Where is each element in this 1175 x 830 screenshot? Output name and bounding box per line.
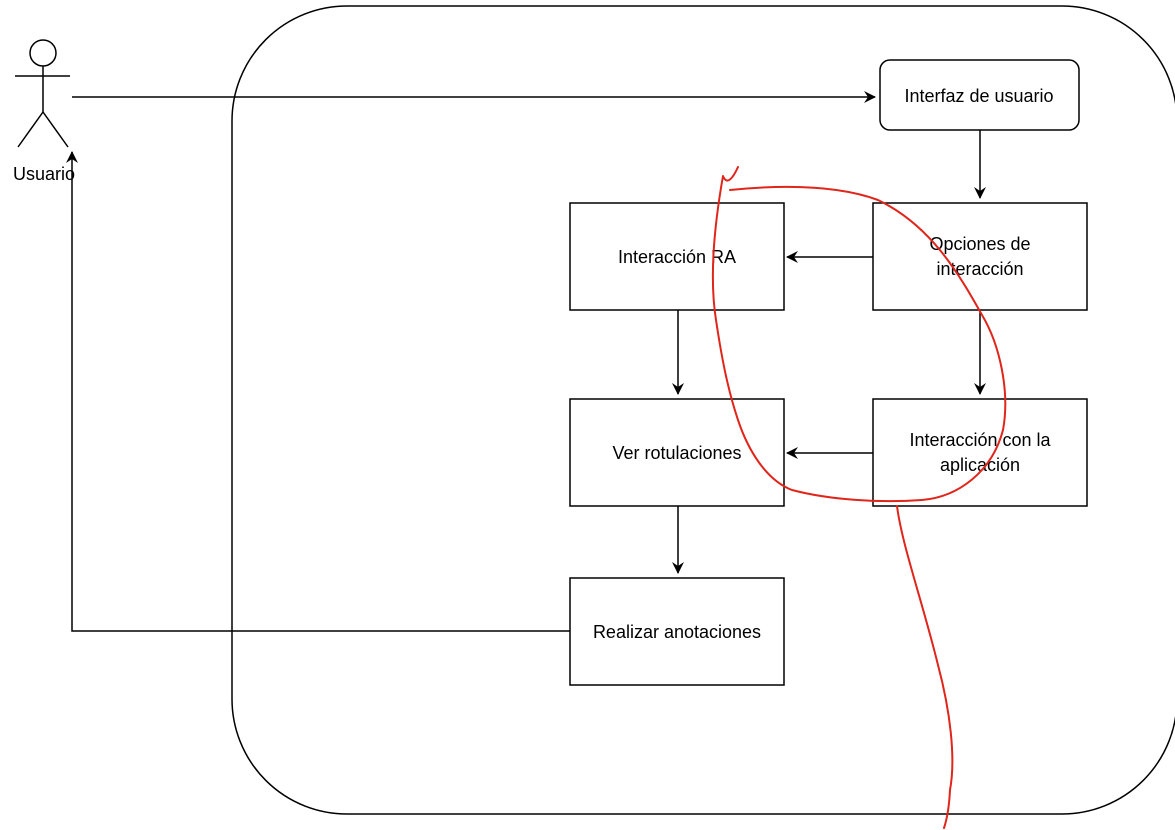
connectors	[66, 91, 986, 632]
actor-usuario[interactable]: Usuario	[13, 39, 75, 184]
node-interaccion-con-la-aplicacion[interactable]: Interacción con la aplicación	[872, 398, 1088, 507]
red-freehand-annotation	[711, 166, 1007, 829]
system-boundary	[231, 5, 1175, 815]
arrow-realizar-to-usuario	[66, 151, 570, 632]
red-circle-stroke	[711, 166, 1007, 503]
node-interaccion-app-label-line2: aplicación	[940, 455, 1020, 475]
node-ver-rotulaciones[interactable]: Ver rotulaciones	[569, 398, 785, 507]
node-realizar-anotaciones-label: Realizar anotaciones	[593, 622, 761, 642]
node-interfaz-de-usuario[interactable]: Interfaz de usuario	[879, 59, 1080, 131]
node-ver-rotulaciones-label: Ver rotulaciones	[612, 443, 741, 463]
node-interfaz-label: Interfaz de usuario	[904, 86, 1053, 106]
node-opciones-de-interaccion[interactable]: Opciones de interacción	[872, 202, 1088, 311]
red-tail-stroke	[896, 505, 954, 829]
node-interaccion-ra[interactable]: Interacción RA	[569, 202, 785, 311]
node-opciones-label-line1: Opciones de	[929, 234, 1030, 254]
actor-label: Usuario	[13, 164, 75, 184]
node-interaccion-app-label-line1: Interacción con la	[909, 430, 1051, 450]
node-realizar-anotaciones[interactable]: Realizar anotaciones	[569, 577, 785, 686]
stick-figure-icon	[15, 39, 70, 148]
node-interaccion-ra-label: Interacción RA	[618, 247, 736, 267]
